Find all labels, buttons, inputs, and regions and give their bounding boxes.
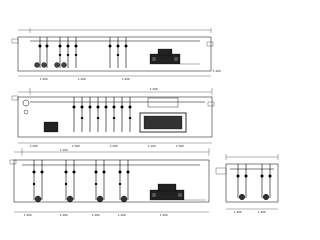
plan-4-vertical-pipes	[237, 164, 271, 198]
plan-4-pumps	[238, 193, 270, 200]
plan-3-equipment	[149, 183, 185, 201]
plan-2-left-tag	[11, 95, 19, 101]
plan-2-scale-label: 1:100	[30, 145, 38, 148]
plan-1-equipment	[149, 48, 181, 65]
plan-3-scale-label: 1:100	[24, 214, 32, 217]
plan-2-left-gauge	[22, 99, 30, 107]
plan-3-scale-label: 1:100	[60, 149, 68, 152]
plan-1-scale-label: 1:100	[40, 78, 48, 81]
plan-1	[11, 28, 214, 77]
plan-2-outline	[17, 96, 213, 138]
plan-1-scale-label: 1:100	[78, 78, 86, 81]
plan-4-left-tag	[215, 167, 227, 175]
plan-2-left-gauge-2	[23, 109, 29, 115]
plan-2-scale-label: 1:100	[72, 145, 80, 148]
plan-3-scale-label: 1:100	[60, 214, 68, 217]
plan-3-outline	[13, 159, 210, 203]
plan-2-right-tag	[207, 101, 215, 107]
drawing-sheet	[9, 28, 279, 213]
plan-3-scale-label: 1:100	[92, 214, 100, 217]
plan-3-scale-label: 1:100	[160, 214, 168, 217]
plan-4-scale-label: 1:100	[234, 211, 242, 214]
plan-3-valves	[32, 170, 130, 186]
plan-4-scale-label: 1:100	[258, 211, 266, 214]
plan-3-vertical-pipes	[33, 160, 129, 200]
plan-1-pumps	[34, 62, 67, 68]
plan-4	[215, 154, 279, 210]
plan-2-upper-box	[147, 97, 179, 108]
plan-2-vertical-pipes	[73, 97, 131, 132]
plan-1-right-tag	[206, 41, 214, 47]
plan-1-scale-label: 1:100	[122, 78, 130, 81]
plan-4-outline	[225, 163, 279, 203]
plan-3	[9, 148, 210, 213]
plan-1-valves	[38, 44, 128, 57]
plan-3-left-tag	[9, 159, 17, 165]
plan-2-scale-label: 1:100	[110, 145, 118, 148]
plan-4-valves	[236, 174, 272, 178]
plan-1-vertical-pipes	[39, 37, 127, 68]
plan-2-left-unit	[43, 121, 59, 133]
plan-3-scale-label: 1:100	[118, 214, 126, 217]
plan-2	[11, 88, 215, 144]
plan-2-scale-label: 1:100	[148, 145, 156, 148]
plan-2-valves	[72, 105, 132, 120]
plan-1-scale-label: 1:100	[213, 70, 221, 73]
plan-1-outline	[17, 36, 212, 72]
plan-2-scale-label: 1:100	[176, 145, 184, 148]
plan-2-tank-inner	[143, 115, 183, 130]
plan-2-tank	[139, 112, 187, 133]
plan-3-pumps	[34, 195, 128, 203]
plan-2-scale-label: 1:100	[150, 88, 158, 91]
plan-1-left-tag	[11, 38, 19, 44]
